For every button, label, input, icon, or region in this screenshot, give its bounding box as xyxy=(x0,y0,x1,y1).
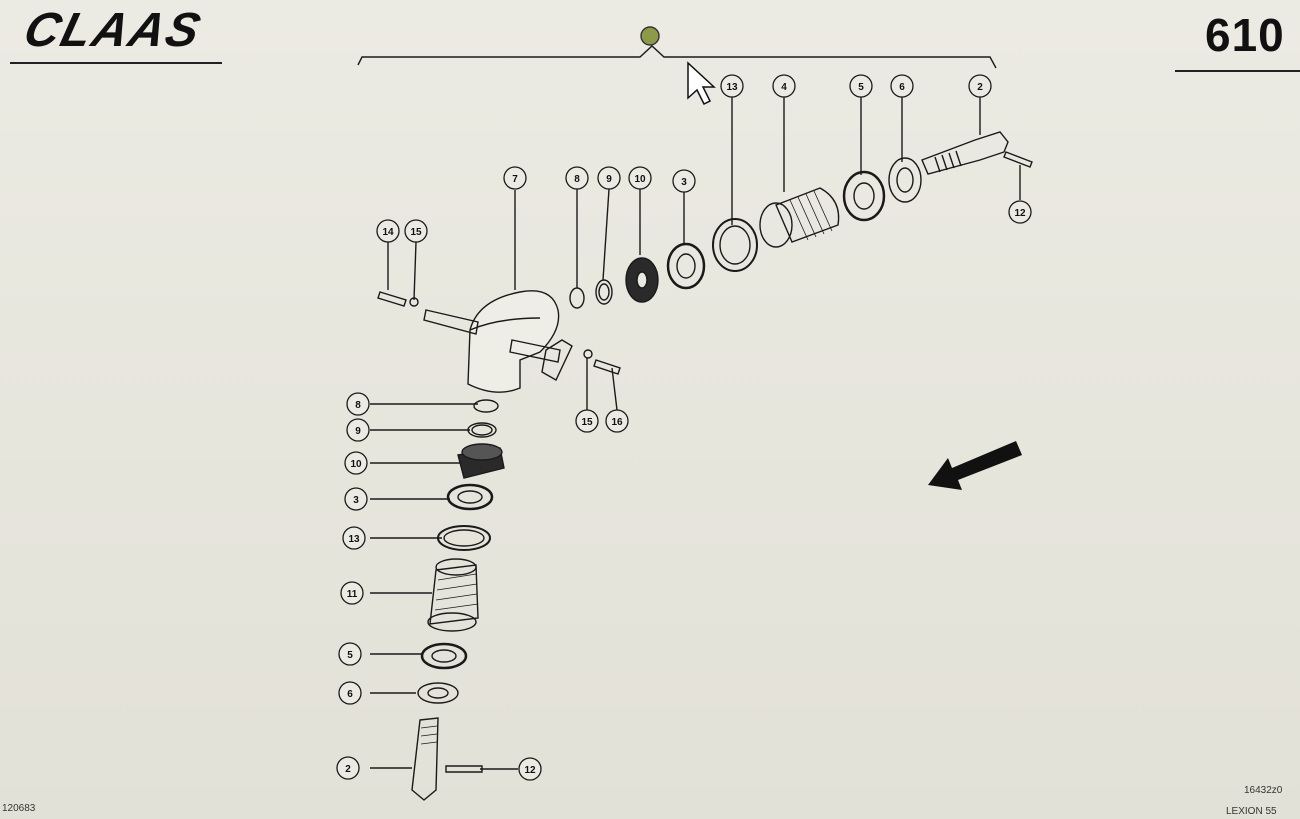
callout-16: 16 xyxy=(605,409,629,433)
svg-text:2: 2 xyxy=(977,82,983,93)
callout-6-left: 6 xyxy=(338,681,362,705)
callout-15-left: 15 xyxy=(404,219,428,243)
svg-text:3: 3 xyxy=(353,495,359,506)
svg-text:13: 13 xyxy=(348,534,360,545)
svg-text:11: 11 xyxy=(347,589,358,600)
callout-5-left: 5 xyxy=(338,642,362,666)
direction-arrow-icon xyxy=(928,441,1022,490)
callout-12-top: 12 xyxy=(1008,200,1032,224)
callout-5-top: 5 xyxy=(849,74,873,98)
flange xyxy=(541,339,573,381)
svg-text:6: 6 xyxy=(347,689,353,700)
pin-12-left xyxy=(445,765,483,773)
shim-9-left xyxy=(467,422,497,438)
svg-text:5: 5 xyxy=(858,82,864,93)
callout-3-mid: 3 xyxy=(672,169,696,193)
svg-text:12: 12 xyxy=(1014,208,1026,219)
callout-9-mid: 9 xyxy=(597,166,621,190)
callout-6-top: 6 xyxy=(890,74,914,98)
cursor-arrow-icon xyxy=(687,61,716,106)
callout-8-left: 8 xyxy=(346,392,370,416)
callout-13-left: 13 xyxy=(342,526,366,550)
page-number-underline xyxy=(1175,70,1300,72)
callout-13-top: 13 xyxy=(720,74,744,98)
svg-text:5: 5 xyxy=(347,650,353,661)
document-code: 120683 xyxy=(2,803,36,814)
callout-2-top: 2 xyxy=(968,74,992,98)
callout-8-mid: 8 xyxy=(565,166,589,190)
svg-text:10: 10 xyxy=(350,459,362,470)
page-number: 610 xyxy=(1205,9,1285,61)
bearing-3-left xyxy=(446,483,494,511)
housing-shaft-right xyxy=(509,339,561,363)
callout-10-mid: 10 xyxy=(628,166,652,190)
ring-13-left xyxy=(437,525,491,551)
angle-housing-7 xyxy=(467,290,560,393)
bolt-14 xyxy=(377,291,407,307)
seal-6-top xyxy=(888,157,922,203)
callout-12-left: 12 xyxy=(518,757,542,781)
svg-text:16: 16 xyxy=(611,417,623,428)
svg-text:15: 15 xyxy=(581,417,593,428)
bearing-5-top xyxy=(842,170,886,222)
sleeve-11-left xyxy=(429,564,479,625)
callout-3-left: 3 xyxy=(344,487,368,511)
svg-text:4: 4 xyxy=(781,82,787,93)
svg-text:13: 13 xyxy=(726,82,738,93)
callout-labels: 13 4 5 6 2 12 7 8 9 10 3 14 15 15 16 8 9… xyxy=(336,74,1032,781)
drive-shaft-left xyxy=(411,717,439,801)
svg-text:9: 9 xyxy=(606,174,612,185)
svg-text:14: 14 xyxy=(382,227,394,238)
washer-15-right xyxy=(583,349,593,359)
washer-15-left xyxy=(409,297,419,307)
svg-text:2: 2 xyxy=(345,764,351,775)
bolt-16 xyxy=(593,359,621,375)
callout-14: 14 xyxy=(376,219,400,243)
callout-9-left: 9 xyxy=(346,418,370,442)
callout-15-right: 15 xyxy=(575,409,599,433)
svg-text:15: 15 xyxy=(410,227,422,238)
oring-8-left xyxy=(473,399,499,413)
bearing-5-left xyxy=(420,642,468,670)
svg-text:10: 10 xyxy=(634,174,646,185)
housing-shaft-left xyxy=(423,309,479,335)
assembly-marker xyxy=(640,26,660,46)
callout-4-top: 4 xyxy=(772,74,796,98)
sleeve-4-top xyxy=(775,187,840,243)
svg-text:6: 6 xyxy=(899,82,905,93)
callout-10-left: 10 xyxy=(344,451,368,475)
svg-text:8: 8 xyxy=(574,174,580,185)
callout-2-left: 2 xyxy=(336,756,360,780)
svg-text:12: 12 xyxy=(524,765,536,776)
svg-text:8: 8 xyxy=(355,400,361,411)
model-name: LEXION 55 xyxy=(1226,806,1277,817)
oring-8-top xyxy=(569,287,585,309)
claas-logo: CLAAS xyxy=(19,4,208,52)
shim-9-top xyxy=(595,279,613,305)
drive-shaft-top xyxy=(921,131,1009,175)
bearing-3-top xyxy=(666,242,706,290)
logo-underline xyxy=(10,62,222,64)
seal-6-left xyxy=(417,682,459,704)
svg-text:7: 7 xyxy=(512,174,518,185)
svg-text:CLAAS: CLAAS xyxy=(19,4,208,52)
svg-text:9: 9 xyxy=(355,426,361,437)
pin-12-top xyxy=(1003,151,1033,168)
reference-code: 16432z0 xyxy=(1244,785,1283,796)
callout-7: 7 xyxy=(503,166,527,190)
callout-11-left: 11 xyxy=(340,581,364,605)
assembly-bracket xyxy=(357,45,997,69)
svg-text:3: 3 xyxy=(681,177,687,188)
ring-13-top xyxy=(712,218,758,272)
